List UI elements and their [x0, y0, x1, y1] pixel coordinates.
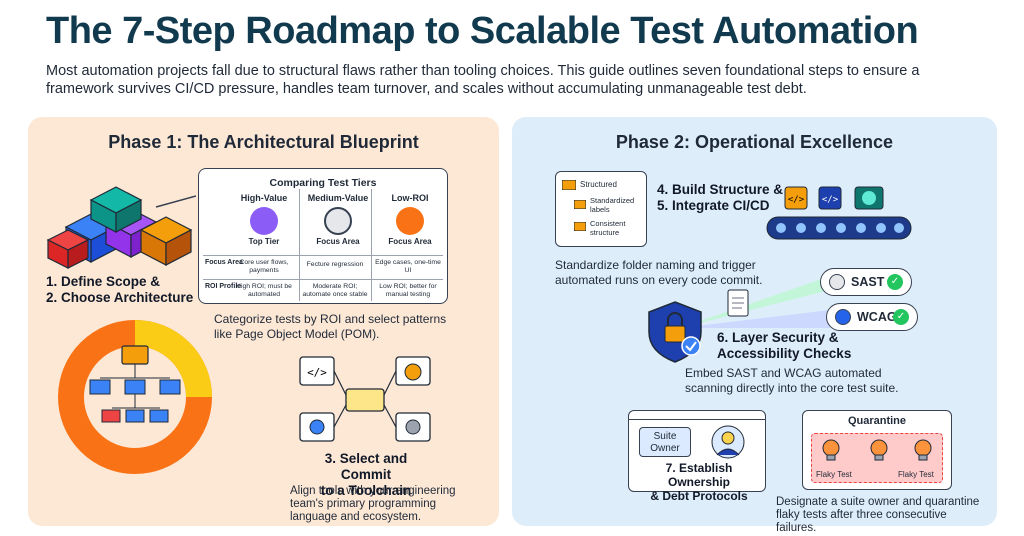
step-6-label: 6. Layer Security & Accessibility Checks	[717, 330, 852, 361]
step-1-2-label: 1. Define Scope & 2. Choose Architecture	[46, 274, 194, 305]
tier-cell: Moderate ROI; automate once stable	[302, 283, 368, 298]
flaky-test-label: Flaky Test	[898, 470, 934, 479]
svg-text:</>: </>	[788, 195, 805, 205]
folder-icon	[574, 222, 586, 231]
wcag-badge: WCAG ✓	[826, 303, 918, 331]
tier-medium-value: Medium-Value Focus Area	[307, 193, 369, 246]
tier-cell: Core user flows, payments	[239, 259, 289, 274]
step-6-description: Embed SAST and WCAG automated scanning d…	[685, 366, 899, 395]
step-3-description: Align tools with your engineering team's…	[290, 485, 456, 523]
page-title: The 7-Step Roadmap to Scalable Test Auto…	[46, 10, 919, 52]
svg-text:</>: </>	[307, 366, 327, 379]
quarantine-zone: Flaky Test Flaky Test	[811, 433, 943, 483]
step-4-5-label: 4. Build Structure & 5. Integrate CI/CD	[657, 182, 784, 213]
ci-cd-pipeline-icon: </> </>	[766, 186, 912, 240]
tier-high-value: High-Value Top Tier	[240, 193, 288, 246]
check-icon: ✓	[893, 309, 909, 325]
monitor-icon	[324, 207, 352, 235]
tier-table-title: Comparing Test Tiers	[269, 177, 377, 189]
shield-lock-icon	[648, 301, 702, 363]
row-roi-label: ROI Profile	[205, 283, 242, 290]
step-7-label: 7. Establish Ownership & Debt Protocols	[650, 461, 748, 503]
folder-structure-card: Structured Standardized labels Consisten…	[555, 171, 647, 247]
step-7-description: Designate a suite owner and quarantine f…	[776, 496, 980, 534]
architecture-donut-icon	[58, 320, 212, 474]
check-icon: ✓	[887, 274, 903, 290]
question-magnifier-icon	[396, 207, 424, 235]
svg-text:</>: </>	[822, 195, 839, 205]
suite-owner-tag: Suite Owner	[639, 427, 691, 457]
user-money-icon	[250, 207, 278, 235]
step-4-5-description: Standardize folder naming and trigger au…	[555, 258, 763, 287]
flaky-test-label: Flaky Test	[816, 470, 852, 479]
lock-icon	[829, 274, 845, 290]
window-titlebar	[629, 411, 765, 420]
step-1-2-description: Categorize tests by ROI and select patte…	[214, 312, 447, 341]
folder-icon	[574, 200, 586, 209]
tier-cell: Edge cases, one-time UI	[375, 259, 441, 274]
step-3-label: 3. Select and Commit to a Toolchain	[320, 451, 412, 498]
tier-cell: Fecture regression	[306, 261, 364, 268]
row-focus-label: Focus Area	[205, 259, 243, 266]
toolchain-icon: </>	[299, 356, 431, 442]
tier-cell: Low ROI; better for manual testing	[379, 283, 437, 298]
flaky-bulb-icon	[914, 439, 932, 461]
sast-badge: SAST ✓	[820, 268, 912, 296]
accessibility-icon	[835, 309, 851, 325]
tier-cell: High ROI; must be automated	[236, 283, 292, 298]
phase-1-title: Phase 1: The Architectural Blueprint	[108, 132, 419, 152]
quarantine-title: Quarantine	[847, 415, 907, 427]
phase-2-title: Phase 2: Operational Excellence	[615, 132, 894, 152]
flaky-bulb-icon	[870, 439, 888, 461]
tier-low-roi: Low-ROI Focus Area	[388, 193, 432, 246]
ownership-card: Suite Owner 7. Establish Ownership & Deb…	[628, 410, 766, 503]
user-avatar-icon	[711, 425, 745, 459]
test-tier-table: Comparing Test Tiers High-Value Top Tier…	[198, 168, 448, 304]
quarantine-card: Quarantine Flaky Test Flaky Test	[802, 410, 952, 490]
architecture-blocks-icon	[46, 186, 196, 269]
flaky-bulb-icon	[822, 439, 840, 461]
page-subtitle: Most automation projects fall due to str…	[46, 63, 920, 97]
folder-icon	[562, 180, 576, 190]
security-scan-beams	[680, 276, 830, 328]
